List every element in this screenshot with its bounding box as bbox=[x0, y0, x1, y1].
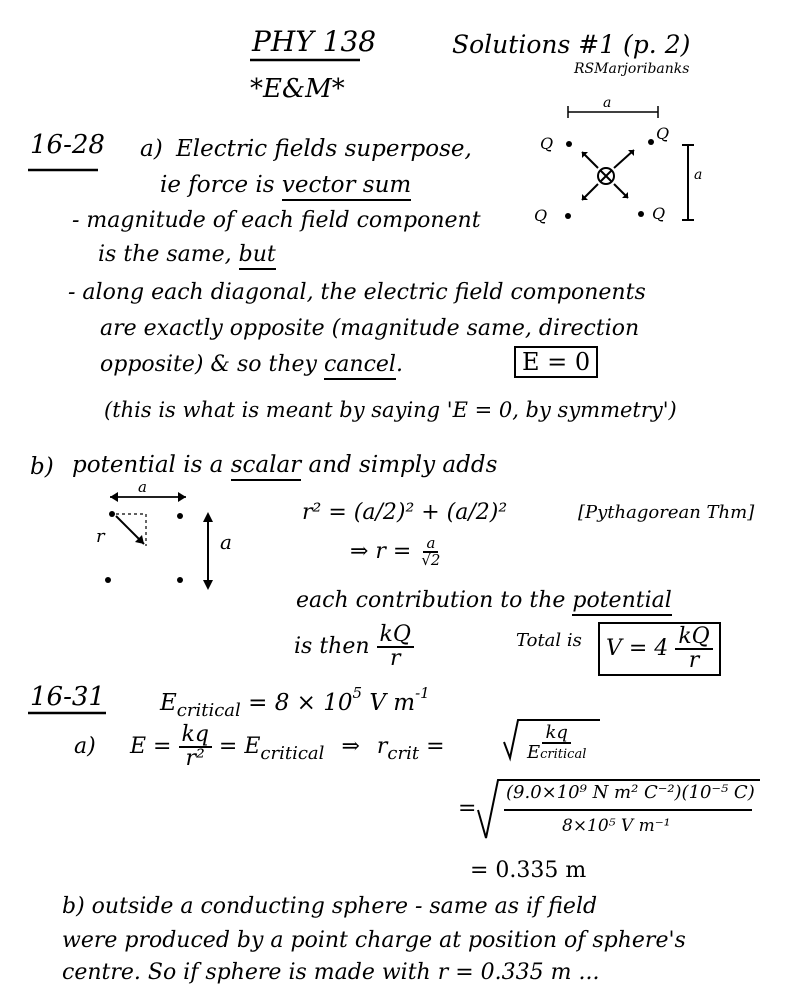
ecrit-E: E bbox=[160, 690, 177, 716]
contrib-then: is then bbox=[294, 634, 370, 659]
cancel-underlined: cancel bbox=[323, 352, 396, 380]
charge-label-tl: Q bbox=[540, 134, 554, 153]
b-diagram-side-label: a bbox=[220, 530, 232, 554]
big-equals: = bbox=[458, 796, 477, 821]
part-a-1631-label: a) bbox=[74, 734, 96, 759]
scalar-underlined: scalar bbox=[230, 452, 302, 481]
but-underlined: but bbox=[238, 242, 276, 270]
rcrit-eq: = bbox=[426, 734, 445, 759]
critical-radius-result: = 0.335 m bbox=[470, 858, 587, 883]
total-label: Total is bbox=[516, 630, 582, 651]
part-b-1631-line1: b) outside a conducting sphere - same as… bbox=[62, 894, 598, 919]
sqrt-den: Ecritical bbox=[524, 744, 589, 762]
opposite-line: are exactly opposite (magnitude same, di… bbox=[100, 316, 640, 341]
potential-underlined: potential bbox=[572, 588, 672, 616]
r-frac-num: a bbox=[423, 536, 439, 553]
ecrit-unit-exp: -1 bbox=[415, 684, 430, 702]
potential-square-diagram bbox=[105, 492, 213, 590]
charge-square-diagram bbox=[565, 106, 694, 221]
page-title: Solutions #1 (p. 2) bbox=[452, 30, 691, 59]
magnitude-line: - magnitude of each field component bbox=[72, 208, 481, 233]
contrib-pre: each contribution to the bbox=[296, 588, 573, 613]
sqrt-num: kq bbox=[542, 724, 571, 744]
vector-sum-pre: ie force is bbox=[160, 172, 282, 198]
r-frac-den: √2 bbox=[421, 551, 441, 569]
total-den: r bbox=[688, 648, 700, 673]
part-b-1631-line3: centre. So if sphere is made with r = 0.… bbox=[62, 960, 600, 985]
scalar-line: potential is a scalar and simply adds bbox=[72, 452, 498, 481]
charge-label-bl: Q bbox=[534, 206, 548, 225]
r-fraction: a√2 bbox=[418, 536, 443, 568]
problem-1631-label: 16-31 bbox=[30, 682, 105, 712]
sqrt-sign-large bbox=[477, 779, 760, 839]
total-v-eq: V = 4 bbox=[606, 636, 669, 661]
field-zero-result-box: E = 0 bbox=[514, 346, 599, 378]
ecrit-exp: 5 bbox=[352, 684, 363, 702]
sqrt-sign-small bbox=[503, 719, 600, 762]
part-a-label: a) bbox=[140, 136, 163, 162]
superpose-line: Electric fields superpose, bbox=[176, 136, 472, 162]
kq-num: kq bbox=[178, 724, 212, 748]
implies-arrow: ⇒ bbox=[341, 734, 360, 759]
diagonal-line: - along each diagonal, the electric fiel… bbox=[68, 280, 646, 305]
r-equation: ⇒ r = a√2 bbox=[350, 536, 443, 568]
same-but-line: is the same, but bbox=[98, 242, 276, 270]
problem-1628-label: 16-28 bbox=[30, 130, 105, 160]
same-pre: is the same, bbox=[98, 242, 239, 267]
author-name: RSMarjoribanks bbox=[574, 61, 690, 77]
ecrit-eq: = 8 × 10 bbox=[248, 690, 353, 716]
cancel-post: . bbox=[395, 352, 403, 377]
a-eq-mid: = E bbox=[218, 734, 261, 759]
part-b-label: b) bbox=[30, 454, 54, 480]
contrib-num: kQ bbox=[376, 624, 414, 648]
ecrit-unit: V m bbox=[369, 690, 416, 716]
big-denominator: 8×10⁵ V m⁻¹ bbox=[562, 816, 671, 836]
vector-sum-line: ie force is vector sum bbox=[160, 172, 412, 201]
scalar-post: and simply adds bbox=[301, 452, 498, 478]
big-numerator: (9.0×10⁹ N m² C⁻²)(10⁻⁵ C) bbox=[506, 782, 755, 803]
topic-label: *E&M* bbox=[250, 74, 345, 104]
pythag-label: [Pythagorean Thm] bbox=[578, 502, 755, 523]
vector-sum-underlined: vector sum bbox=[281, 172, 412, 201]
cancel-pre: opposite) & so they bbox=[100, 352, 324, 377]
b-diagram-top-label: a bbox=[138, 478, 147, 496]
total-num: kQ bbox=[675, 626, 713, 650]
r-eq-pre: ⇒ r = bbox=[350, 539, 412, 564]
ecrit-sub: critical bbox=[176, 700, 241, 721]
diagram-side-label-right: a bbox=[694, 167, 703, 183]
sqrt-den-E: E bbox=[527, 742, 541, 763]
symmetry-note: (this is what is meant by saying 'E = 0,… bbox=[104, 398, 677, 422]
rcrit-r: r bbox=[376, 734, 388, 759]
r2-den: r² bbox=[185, 746, 205, 771]
a-eq-pre: E = bbox=[130, 734, 172, 759]
b-diagram-r-label: r bbox=[96, 526, 105, 547]
course-code: PHY 138 bbox=[252, 25, 377, 58]
diagram-side-label-top: a bbox=[603, 95, 612, 111]
part-b-1631-line2: were produced by a point charge at posit… bbox=[62, 928, 686, 953]
contribution-line: each contribution to the potential bbox=[296, 588, 672, 616]
contrib-den: r bbox=[389, 646, 401, 671]
pythag-equation: r² = (a/2)² + (a/2)² bbox=[302, 500, 508, 525]
rcrit-sub: crit bbox=[387, 743, 420, 764]
cancel-line: opposite) & so they cancel. bbox=[100, 352, 403, 380]
charge-label-br: Q bbox=[652, 204, 666, 223]
scalar-pre: potential is a bbox=[72, 452, 231, 478]
a-eq-sub: critical bbox=[260, 743, 325, 764]
sqrt-den-sub: critical bbox=[540, 747, 587, 762]
charge-label-tr: Q bbox=[656, 124, 670, 143]
e-critical-line: Ecritical = 8 × 105 V m-1 bbox=[160, 686, 430, 720]
